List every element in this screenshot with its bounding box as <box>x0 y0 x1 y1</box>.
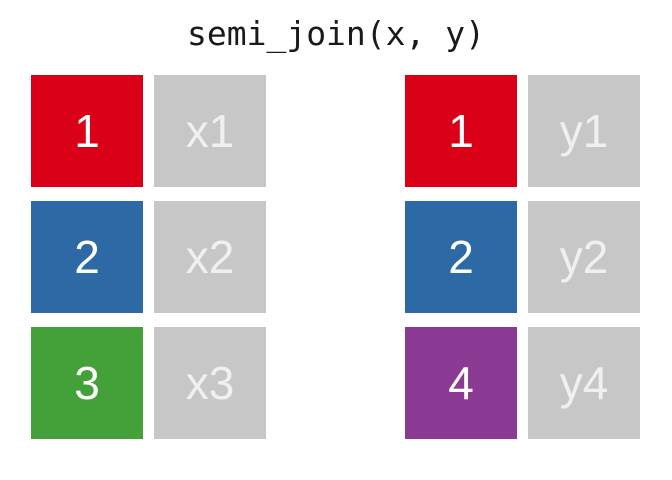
table-y-row2-key-cell: 2 <box>405 201 517 313</box>
table-y-row1-key-cell: 1 <box>405 75 517 187</box>
table-x: 1 x1 2 x2 3 x3 <box>31 75 266 439</box>
table-x-row3-key-cell: 3 <box>31 327 143 439</box>
table-y-row1-value-cell: y1 <box>528 75 640 187</box>
table-y-row2-value-cell: y2 <box>528 201 640 313</box>
table-y-row3-key-cell: 4 <box>405 327 517 439</box>
table-x-row1-value-cell: x1 <box>154 75 266 187</box>
table-x-row2-key-cell: 2 <box>31 201 143 313</box>
diagram-title: semi_join(x, y) <box>186 14 485 53</box>
table-x-row1-key-cell: 1 <box>31 75 143 187</box>
table-x-row2-value-cell: x2 <box>154 201 266 313</box>
table-y-row3-value-cell: y4 <box>528 327 640 439</box>
table-x-row3-value-cell: x3 <box>154 327 266 439</box>
table-y: 1 y1 2 y2 4 y4 <box>405 75 640 439</box>
